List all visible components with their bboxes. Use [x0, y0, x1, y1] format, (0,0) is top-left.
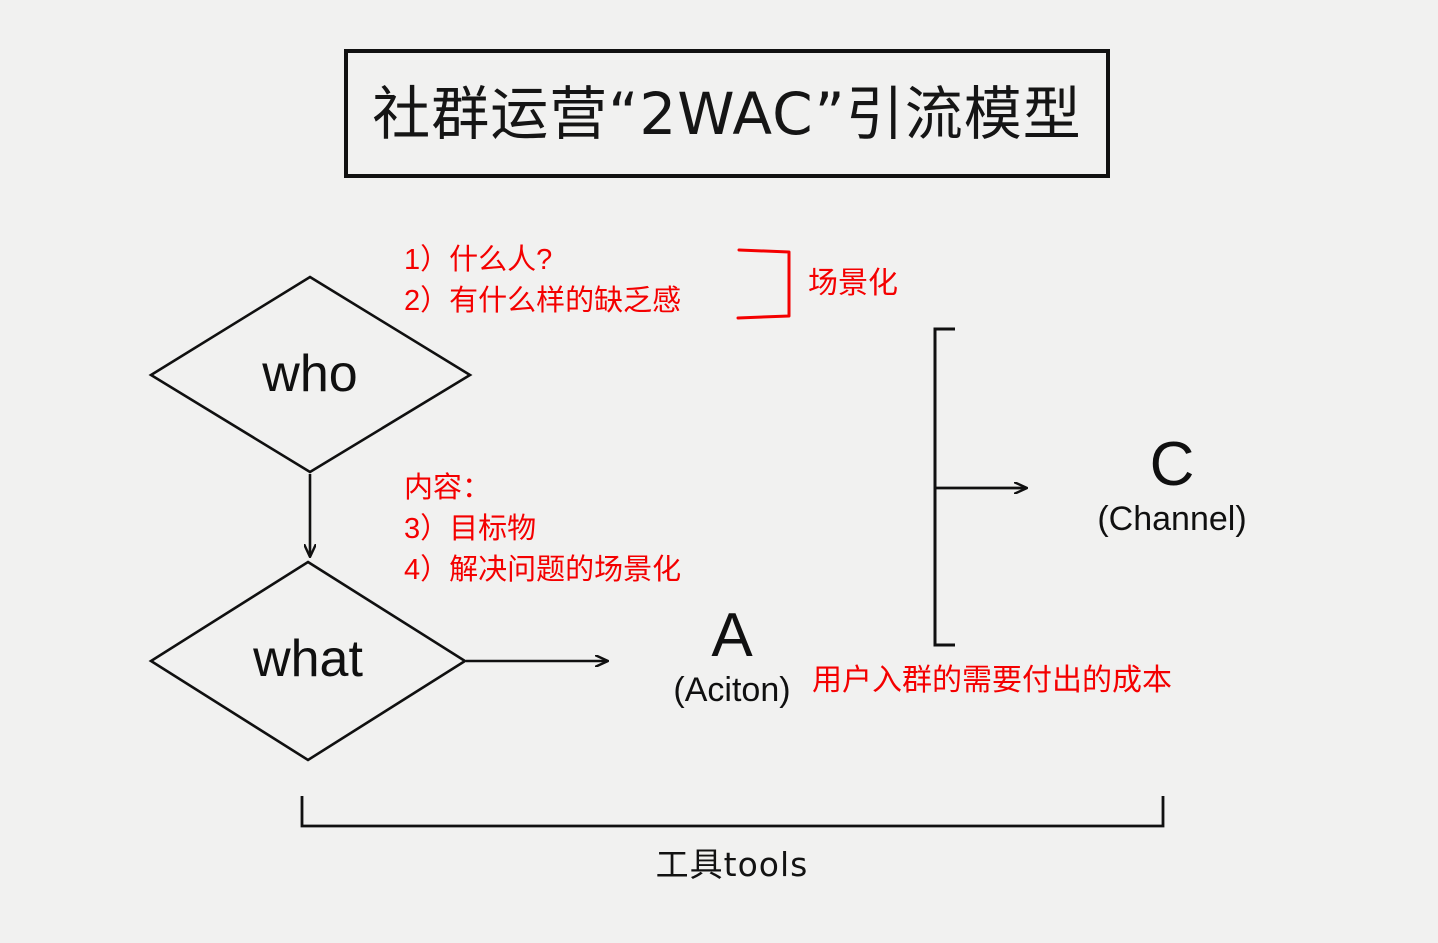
action-subtitle: (Aciton): [673, 671, 791, 709]
channel-letter: C: [1149, 430, 1195, 499]
who-questions-note: 1）什么人? 2）有什么样的缺乏感: [404, 240, 681, 322]
channel-group-bracket: [933, 327, 955, 647]
content-notes: 内容： 3）目标物 4）解决问题的场景化: [404, 468, 681, 592]
what-diamond[interactable]: [148, 560, 468, 762]
what-node-label: what: [253, 630, 363, 688]
tools-label: 工具tools: [655, 845, 809, 884]
page-title: 社群运营“2WAC”引流模型: [372, 79, 1082, 148]
channel-subtitle: (Channel): [1097, 500, 1247, 538]
content-note-4: 4）解决问题的场景化: [404, 554, 682, 587]
scene-bracket-red: [736, 248, 791, 320]
channel-node[interactable]: C (Channel): [1038, 430, 1306, 538]
cost-label: 用户入群的需要付出的成本: [812, 664, 1172, 697]
action-letter: A: [711, 601, 753, 670]
content-note-heading: 内容：: [404, 472, 492, 504]
title-box: 社群运营“2WAC”引流模型: [344, 49, 1110, 178]
who-question-2: 2）有什么样的缺乏感: [404, 285, 682, 318]
tools-bracket: [300, 796, 1165, 828]
who-question-1: 1）什么人?: [404, 244, 553, 276]
who-node-label: who: [262, 345, 358, 403]
content-note-3: 3）目标物: [404, 513, 537, 546]
scene-label: 场景化: [808, 267, 898, 300]
action-node[interactable]: A (Aciton): [612, 601, 852, 709]
who-diamond[interactable]: [148, 275, 473, 474]
